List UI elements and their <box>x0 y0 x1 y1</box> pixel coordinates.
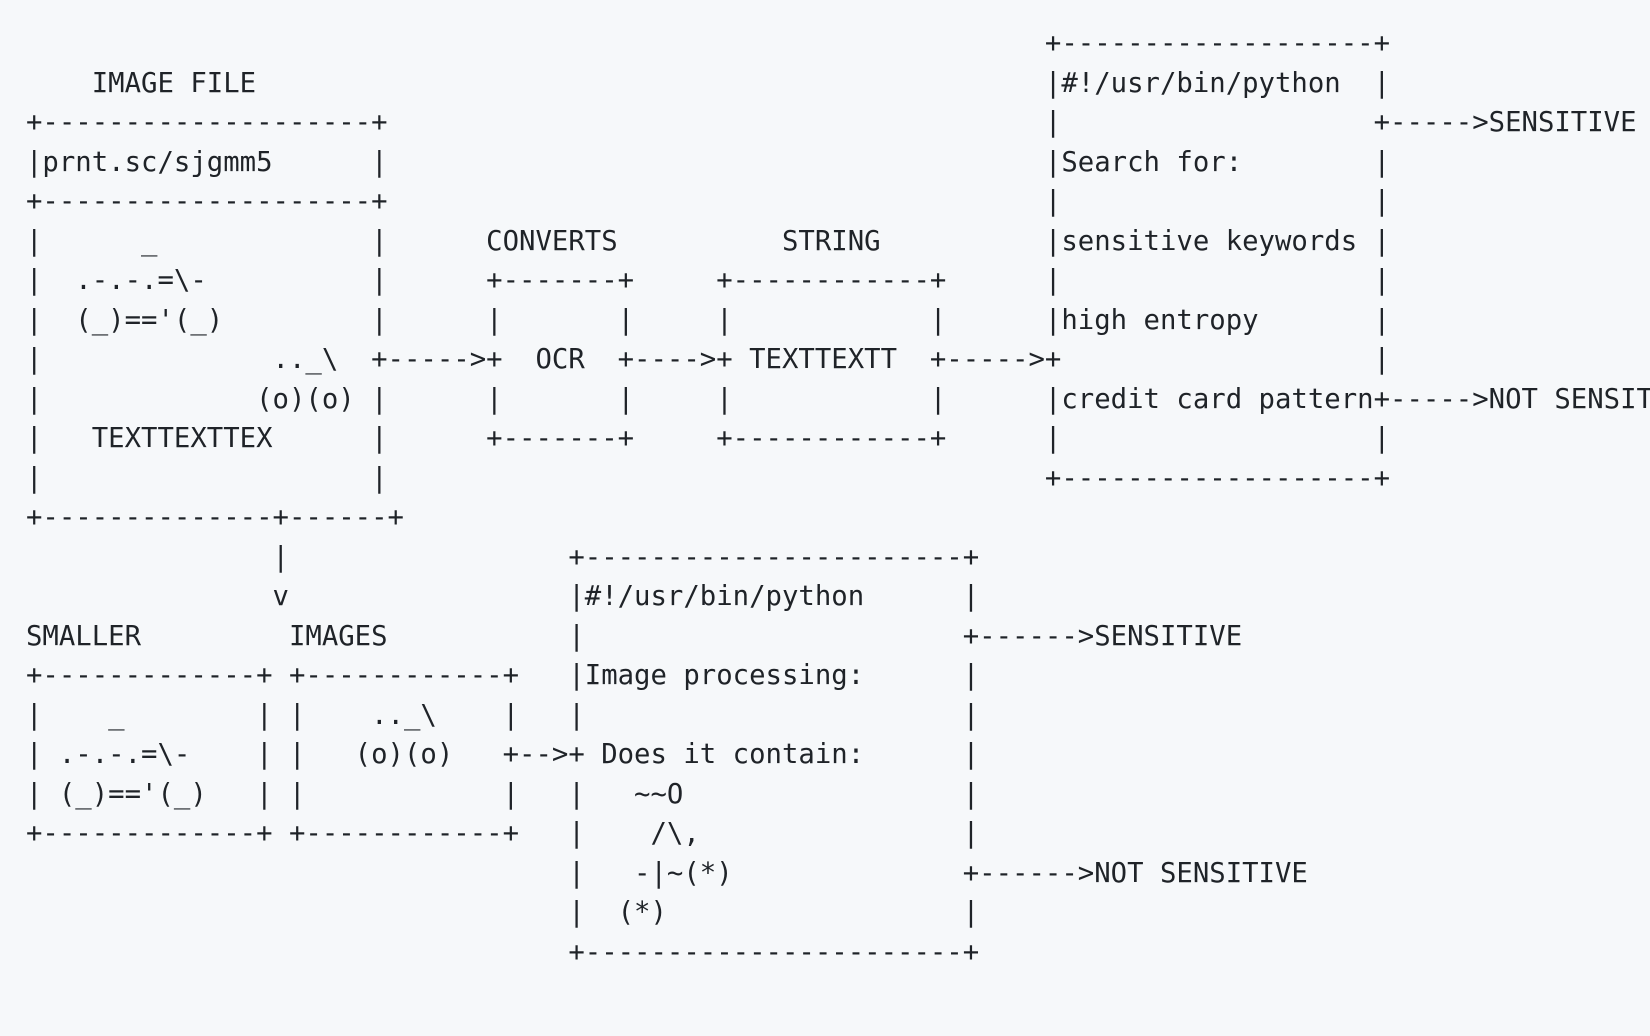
diagram-line: SMALLER IMAGES | +------>SENSITIVE <box>26 620 1243 652</box>
diagram-line: | .-.-.=\- | +-------+ +------------+ | … <box>26 265 1391 296</box>
diagram-line: | (_)=='(_) | | | | | |high entropy | <box>26 304 1391 336</box>
diagram-line: | (*) | <box>26 897 980 928</box>
diagram-line: | (_)=='(_) | | | | ~~O | <box>26 778 980 810</box>
diagram-line: | _ | | .._\ | | | <box>26 699 980 731</box>
diagram-line: | (o)(o) | | | | | |credit card pattern+… <box>26 383 1650 415</box>
diagram-line: +--------------+------+ <box>26 502 404 533</box>
diagram-line: IMAGE FILE |#!/usr/bin/python | <box>26 67 1391 99</box>
diagram-line: +--------------------+ | | <box>26 186 1391 217</box>
diagram-line: +-----------------------+ <box>26 936 980 968</box>
diagram-line: v |#!/usr/bin/python | <box>26 581 980 612</box>
diagram-line: +--------------------+ | +----->SENSITIV… <box>26 107 1637 138</box>
ascii-diagram: +-------------------+ IMAGE FILE |#!/usr… <box>26 24 1650 972</box>
diagram-line: |prnt.sc/sjgmm5 | |Search for: | <box>26 146 1391 178</box>
diagram-line: | _ | CONVERTS STRING |sensitive keyword… <box>26 225 1391 257</box>
diagram-line: | TEXTTEXTTEX | +-------+ +------------+… <box>26 423 1391 454</box>
diagram-line: | .._\ +----->+ OCR +---->+ TEXTTEXTT +-… <box>26 344 1391 375</box>
diagram-line: | | +-------------------+ <box>26 462 1391 494</box>
diagram-line: | -|~(*) +------>NOT SENSITIVE <box>26 857 1308 889</box>
diagram-line: +-------------------+ <box>26 28 1391 59</box>
diagram-line: +-------------+ +------------+ | /\, | <box>26 818 980 849</box>
diagram-line: +-------------+ +------------+ |Image pr… <box>26 660 980 691</box>
diagram-line: | .-.-.=\- | | (o)(o) +-->+ Does it cont… <box>26 739 980 770</box>
diagram-line: | +-----------------------+ <box>26 541 980 573</box>
